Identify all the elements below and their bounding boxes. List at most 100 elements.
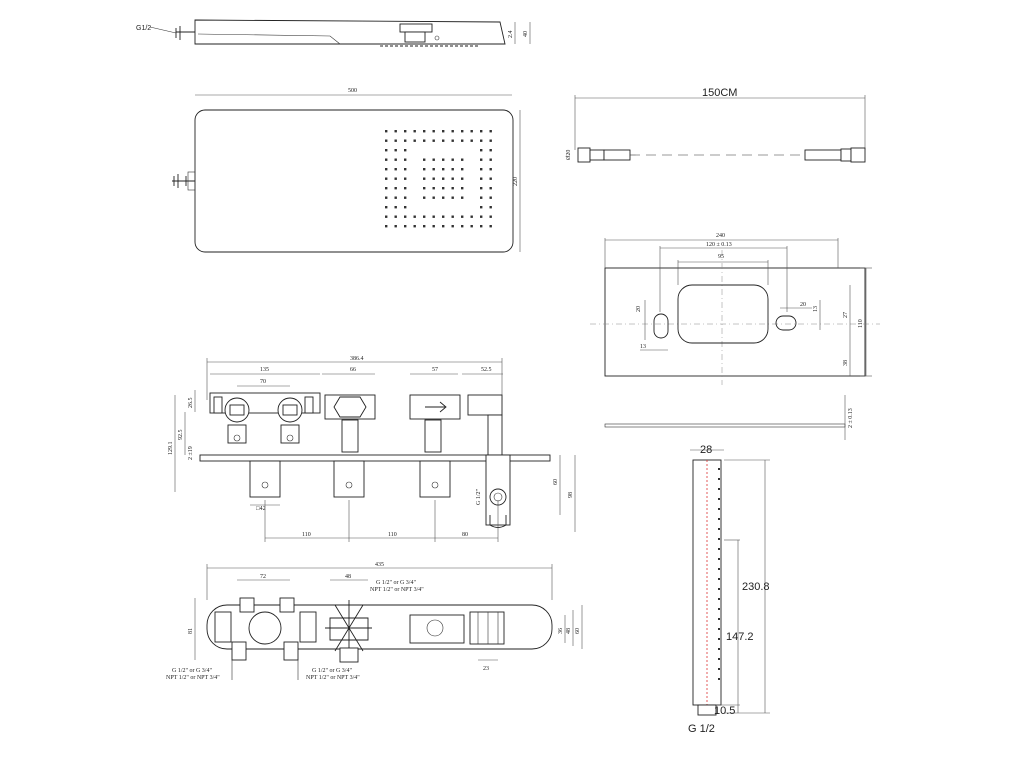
valve-80: 80 — [462, 532, 468, 538]
nozzle-dot — [385, 206, 388, 209]
valve-front-view: 386.4 135 66 57 52.5 70 26.5 92.5 129.1 … — [168, 356, 576, 542]
nozzle-dot — [404, 206, 407, 209]
nozzle-dot — [480, 168, 483, 171]
plate-20b: 20 — [800, 302, 806, 308]
nozzle-dot — [404, 187, 407, 190]
bottom-48: 48 — [345, 574, 351, 580]
valve-g12: G 1/2" — [476, 489, 482, 506]
plate-13b: 13 — [813, 306, 819, 312]
plate-110: 110 — [858, 319, 864, 328]
nozzle-dot — [489, 206, 492, 209]
nozzle-dot — [442, 158, 445, 161]
nozzle-dot — [461, 187, 464, 190]
dim-2-4: 2.4 — [508, 31, 514, 39]
valve-2419: 2 ±19 — [188, 446, 194, 460]
nozzle-dot — [432, 158, 435, 161]
hose-diameter-label: Ø20 — [566, 150, 572, 160]
nozzle-dot — [413, 215, 416, 218]
valve-top-view: 435 72 48 G 1/2" or G 3/4" NPT 1/2" or N… — [166, 562, 583, 681]
hand-nozzle-dot — [718, 558, 720, 560]
nozzle-dot — [461, 139, 464, 142]
nozzle-dot — [470, 225, 473, 228]
nozzle-dot — [404, 215, 407, 218]
plate-120: 120 ± 0.13 — [706, 242, 732, 248]
valve-386: 386.4 — [350, 356, 364, 362]
hand-147: 147.2 — [726, 631, 754, 643]
nozzle-dot — [423, 158, 426, 161]
hand-nozzle-dot — [718, 528, 720, 530]
nozzle-dot — [394, 206, 397, 209]
dim-40: 40 — [523, 31, 529, 37]
bottom-36: 36 — [558, 628, 564, 634]
valve-57: 57 — [432, 367, 438, 373]
valve-135: 135 — [260, 367, 269, 373]
nozzle-dot — [480, 215, 483, 218]
nozzle-dot — [480, 177, 483, 180]
hand-nozzle-dot — [718, 598, 720, 600]
hand-nozzle-row — [718, 468, 720, 680]
nozzle-dot — [470, 215, 473, 218]
nozzle-dot — [404, 168, 407, 171]
nozzle-dot — [432, 130, 435, 133]
nozzle-dot — [394, 215, 397, 218]
hand-nozzle-dot — [718, 588, 720, 590]
nozzle-dot — [404, 130, 407, 133]
nozzle-dot — [451, 130, 454, 133]
nozzle-dot — [404, 149, 407, 152]
valve-129: 129.1 — [168, 442, 174, 456]
nozzle-dot — [404, 196, 407, 199]
valve-60: 60 — [553, 479, 559, 485]
hand-nozzle-dot — [718, 638, 720, 640]
nozzle-dot — [404, 225, 407, 228]
bottom-npt-left: NPT 1/2" or NPT 3/4" — [166, 675, 220, 681]
nozzle-dot — [423, 177, 426, 180]
nozzle-dot — [385, 158, 388, 161]
plate-13a: 13 — [640, 344, 646, 350]
bottom-48b: 48 — [566, 628, 572, 634]
nozzle-dot — [442, 168, 445, 171]
nozzle-dot — [461, 168, 464, 171]
nozzle-dot — [442, 215, 445, 218]
nozzle-dot — [423, 139, 426, 142]
nozzle-dot — [404, 139, 407, 142]
hand-10: 10.5 — [714, 705, 735, 717]
nozzle-dot — [385, 215, 388, 218]
nozzle-dot — [442, 187, 445, 190]
nozzle-dot — [451, 196, 454, 199]
nozzle-dot — [394, 196, 397, 199]
valve-26: 26.5 — [188, 398, 194, 409]
nozzle-dot — [489, 139, 492, 142]
nozzle-dot — [394, 187, 397, 190]
hand-g-thread: G 1/2 — [688, 723, 715, 735]
hand-nozzle-dot — [718, 548, 720, 550]
valve-110b: 110 — [388, 532, 397, 538]
nozzle-dot — [489, 149, 492, 152]
nozzle-dot — [432, 215, 435, 218]
nozzle-dot — [461, 177, 464, 180]
hose-length-label: 150CM — [702, 87, 737, 99]
nozzle-dot — [451, 177, 454, 180]
nozzle-dot — [489, 187, 492, 190]
bottom-thread-left: G 1/2" or G 3/4" — [172, 668, 212, 674]
bottom-435: 435 — [375, 562, 384, 568]
hand-nozzle-dot — [718, 478, 720, 480]
nozzle-dot — [451, 158, 454, 161]
nozzle-dot — [451, 215, 454, 218]
nozzle-dot — [480, 196, 483, 199]
nozzle-dot — [432, 196, 435, 199]
bottom-npt-top: NPT 1/2" or NPT 3/4" — [370, 587, 424, 593]
nozzle-dot — [394, 130, 397, 133]
nozzle-dot — [480, 187, 483, 190]
nozzle-dot — [432, 168, 435, 171]
nozzle-dot — [413, 139, 416, 142]
valve-92: 92.5 — [178, 430, 184, 441]
nozzle-dot — [461, 130, 464, 133]
nozzle-dot — [461, 196, 464, 199]
hand-nozzle-dot — [718, 658, 720, 660]
plate-20a: 20 — [636, 306, 642, 312]
nozzle-dot — [413, 225, 416, 228]
nozzle-dot — [489, 225, 492, 228]
hand-nozzle-dot — [718, 678, 720, 680]
hand-nozzle-dot — [718, 608, 720, 610]
